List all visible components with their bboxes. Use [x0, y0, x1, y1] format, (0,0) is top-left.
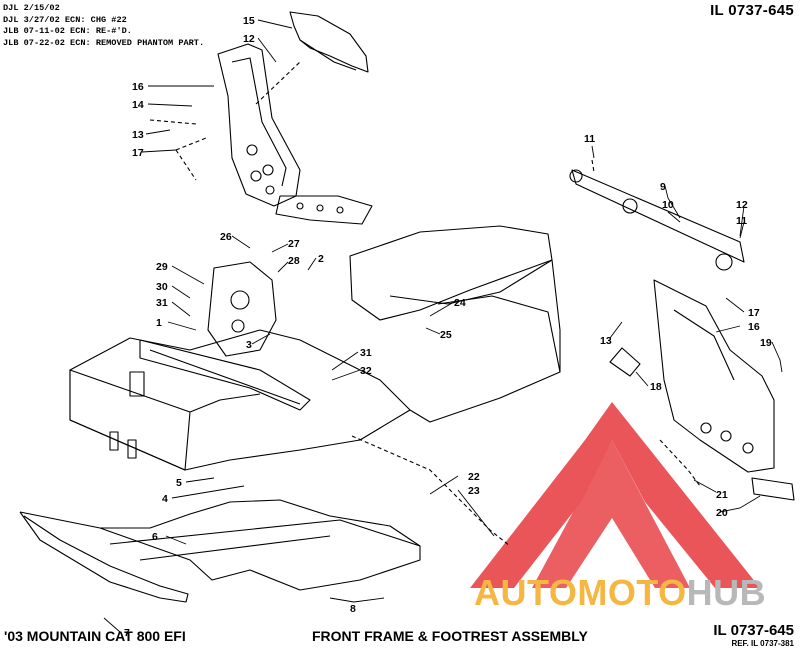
- callout-27: 27: [288, 238, 300, 250]
- callout-13-upper: 13: [132, 129, 144, 141]
- callout-16-right: 16: [748, 321, 760, 333]
- watermark-text-part2: HUB: [686, 572, 767, 613]
- illustration-code-top: IL 0737-645: [710, 2, 794, 19]
- revision-notes: DJL 2/15/02 DJL 3/27/02 ECN: CHG #22 JLB…: [3, 3, 204, 49]
- revision-note: JLB 07-22-02 ECN: REMOVED PHANTOM PART.: [3, 37, 205, 48]
- callout-25: 25: [440, 329, 452, 341]
- callout-32: 32: [360, 365, 372, 377]
- callout-11-right: 11: [736, 215, 747, 227]
- callout-10: 10: [662, 199, 674, 211]
- callout-6: 6: [152, 531, 158, 543]
- frame-linework: [19, 11, 795, 603]
- callout-18: 18: [650, 381, 662, 393]
- callout-labels: 15 12 16 14 13 17 26 27 28 2 29 30 31 1 …: [124, 15, 772, 639]
- assembly-title: FRONT FRAME & FOOTREST ASSEMBLY: [312, 628, 588, 644]
- callout-14: 14: [132, 99, 144, 111]
- callout-2: 2: [318, 253, 324, 265]
- callout-8: 8: [350, 603, 356, 615]
- callout-21: 21: [716, 489, 728, 501]
- illustration-code-bottom: IL 0737-645: [713, 622, 794, 639]
- callout-7: 7: [124, 627, 130, 639]
- watermark-text: AUTOMOTOHUB: [474, 572, 766, 614]
- callout-19: 19: [760, 337, 772, 349]
- callout-17-upper: 17: [132, 147, 144, 159]
- callout-leaders: [103, 19, 783, 633]
- model-title: '03 MOUNTAIN CAT 800 EFI: [4, 628, 186, 644]
- callout-31-right: 31: [360, 347, 372, 359]
- callout-13-right: 13: [600, 335, 612, 347]
- callout-9: 9: [660, 181, 666, 193]
- callout-28: 28: [288, 255, 300, 267]
- watermark-text-part1: AUTOMOTO: [474, 572, 687, 613]
- callout-24: 24: [454, 297, 466, 309]
- revision-note: JLB 07-11-02 ECN: RE-#'D.: [3, 26, 132, 36]
- callout-16-upper: 16: [132, 81, 144, 93]
- callout-12-right: 12: [736, 199, 748, 211]
- watermark-logo-icon: [470, 402, 760, 588]
- callout-20: 20: [716, 507, 728, 519]
- revision-note: DJL 2/15/02: [3, 3, 60, 13]
- callout-1: 1: [156, 317, 162, 329]
- callout-17-right: 17: [748, 307, 760, 319]
- callout-31-left: 31: [156, 297, 168, 309]
- reference-code: REF. IL 0737-381: [731, 639, 794, 648]
- revision-note: DJL 3/27/02 ECN: CHG #22: [3, 14, 127, 25]
- callout-12-upper: 12: [243, 33, 255, 45]
- callout-5: 5: [176, 477, 182, 489]
- callout-11-top: 11: [584, 133, 595, 145]
- callout-3: 3: [246, 339, 252, 351]
- callout-15: 15: [243, 15, 255, 27]
- callout-29: 29: [156, 261, 168, 273]
- callout-4: 4: [162, 493, 168, 505]
- callout-30: 30: [156, 281, 168, 293]
- callout-22: 22: [468, 471, 480, 483]
- callout-23: 23: [468, 485, 480, 497]
- callout-26: 26: [220, 231, 232, 243]
